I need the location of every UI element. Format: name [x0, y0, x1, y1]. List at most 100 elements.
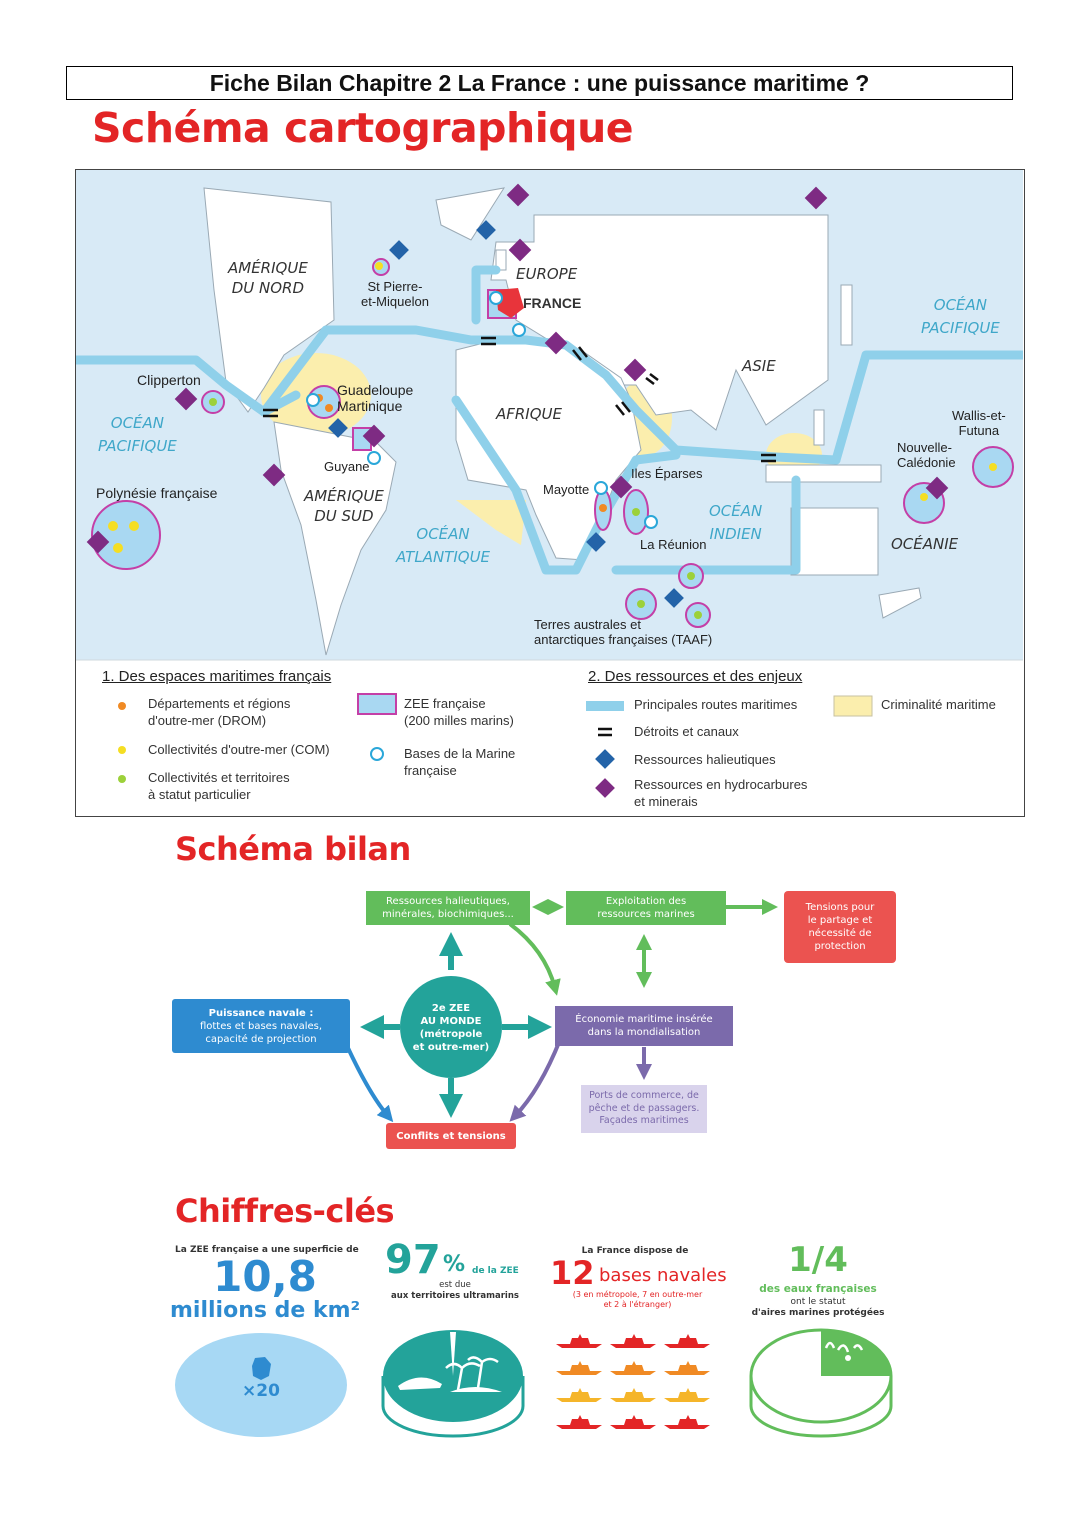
land-masses — [203, 187, 922, 656]
palm-tree-icon — [445, 1356, 499, 1391]
label-oceania: OCÉANIE — [891, 535, 959, 553]
naval-base-toulon-icon — [512, 323, 526, 337]
legend-zee-swatch — [357, 693, 397, 715]
label-spm: St Pierre-et-Miquelon — [361, 279, 429, 309]
france-metro-shape — [496, 288, 524, 318]
coral-icon — [824, 1341, 864, 1353]
fish-diamond — [476, 220, 496, 240]
legend-fish-icon — [595, 749, 615, 769]
naval-ship-icon — [610, 1415, 656, 1429]
route-atlantic-north — [259, 325, 531, 417]
legend-title-spaces: 1. Des espaces maritimes français — [102, 668, 332, 685]
land-uk — [495, 249, 507, 271]
label-africa: AFRIQUE — [496, 405, 562, 423]
route-pacific-panama — [76, 355, 301, 417]
label-nouvelle-caledonie: Nouvelle-Calédonie — [897, 440, 956, 470]
kf-zee-area-value: 10,8 — [213, 1252, 317, 1301]
kf-zee-area-intro: La ZEE française a une superficie de — [175, 1245, 359, 1255]
section-heading-summary: Schéma bilan — [175, 830, 411, 868]
label-europe: EUROPE — [516, 265, 578, 283]
kf-protected-value: 1/4 — [788, 1240, 848, 1280]
label-mayotte: Mayotte — [543, 482, 590, 497]
legend-title-resources: 2. Des ressources et des enjeux — [588, 668, 803, 685]
legend-crime: Criminalité maritime — [881, 697, 996, 712]
naval-base-mayotte-icon — [594, 481, 608, 495]
kf-ship-grid — [556, 1334, 710, 1429]
land-indonesia — [765, 464, 882, 483]
kf-protected-disc — [749, 1328, 893, 1438]
label-asia: ASIE — [742, 357, 776, 375]
naval-ship-icon — [664, 1388, 710, 1402]
land-north-america — [203, 187, 335, 413]
route-south-indian — [611, 475, 801, 575]
protected-share-slice — [821, 1330, 891, 1376]
fish-diamond — [389, 240, 409, 260]
label-polynesie: Polynésie française — [96, 485, 218, 501]
legend-route-swatch — [586, 701, 624, 711]
route-suez-asia — [521, 335, 841, 465]
naval-ship-icon — [556, 1388, 602, 1402]
kf-zee-multiplier: ×20 — [242, 1381, 280, 1401]
naval-ship-icon — [556, 1361, 602, 1375]
route-cape — [451, 395, 681, 575]
label-reunion: La Réunion — [640, 537, 707, 552]
summary-arrows — [346, 899, 778, 1123]
straits — [263, 336, 776, 463]
kf-island-disc — [381, 1330, 525, 1438]
naval-ship-icon — [664, 1334, 710, 1348]
legend-base-icon — [370, 747, 384, 761]
kf-zee-area-unit: millions de km² — [170, 1298, 361, 1323]
label-france: FRANCE — [523, 295, 582, 311]
shipping-routes — [76, 265, 1023, 575]
fish-diamond — [328, 418, 348, 438]
legend-routes: Principales routes maritimes — [634, 697, 798, 712]
naval-base-brest-icon — [489, 291, 503, 305]
land-australia — [790, 507, 879, 576]
naval-ship-icon — [556, 1415, 602, 1429]
world-map — [76, 170, 1023, 798]
naval-ship-icon — [610, 1334, 656, 1348]
legend-com-dot — [118, 746, 126, 754]
naval-bases — [306, 291, 658, 529]
kf-bases-label: bases navales — [599, 1265, 727, 1286]
land-greenland — [435, 187, 506, 241]
kf-overseas-suffix: de la ZEE — [472, 1266, 519, 1276]
legend-hydro-icon — [595, 778, 615, 798]
land-japan — [840, 284, 853, 346]
naval-ship-icon — [610, 1388, 656, 1402]
section-heading-figures: Chiffres-clés — [175, 1192, 395, 1230]
zee-polynesie — [91, 500, 161, 570]
naval-base-antilles-icon — [306, 393, 320, 407]
legend-zee: ZEE française(200 milles marins) — [404, 696, 514, 728]
land-philippines — [813, 409, 825, 446]
kf-overseas-value: 97 — [385, 1237, 441, 1283]
legend-drom-dot — [118, 702, 126, 710]
route-asia-pacific — [831, 350, 1023, 465]
naval-ship-icon — [610, 1361, 656, 1375]
label-clipperton: Clipperton — [137, 372, 201, 388]
legend-straits: Détroits et canaux — [634, 724, 739, 739]
kf-bases-intro: La France dispose de — [581, 1246, 689, 1256]
label-guyane: Guyane — [324, 459, 370, 474]
kf-bases-value: 12 — [550, 1254, 595, 1292]
legend-special-dot — [118, 775, 126, 783]
legend-fish: Ressources halieutiques — [634, 752, 776, 767]
label-iles-eparses: Iles Éparses — [631, 466, 703, 481]
land-south-america — [273, 421, 397, 656]
france-icon — [252, 1357, 271, 1380]
